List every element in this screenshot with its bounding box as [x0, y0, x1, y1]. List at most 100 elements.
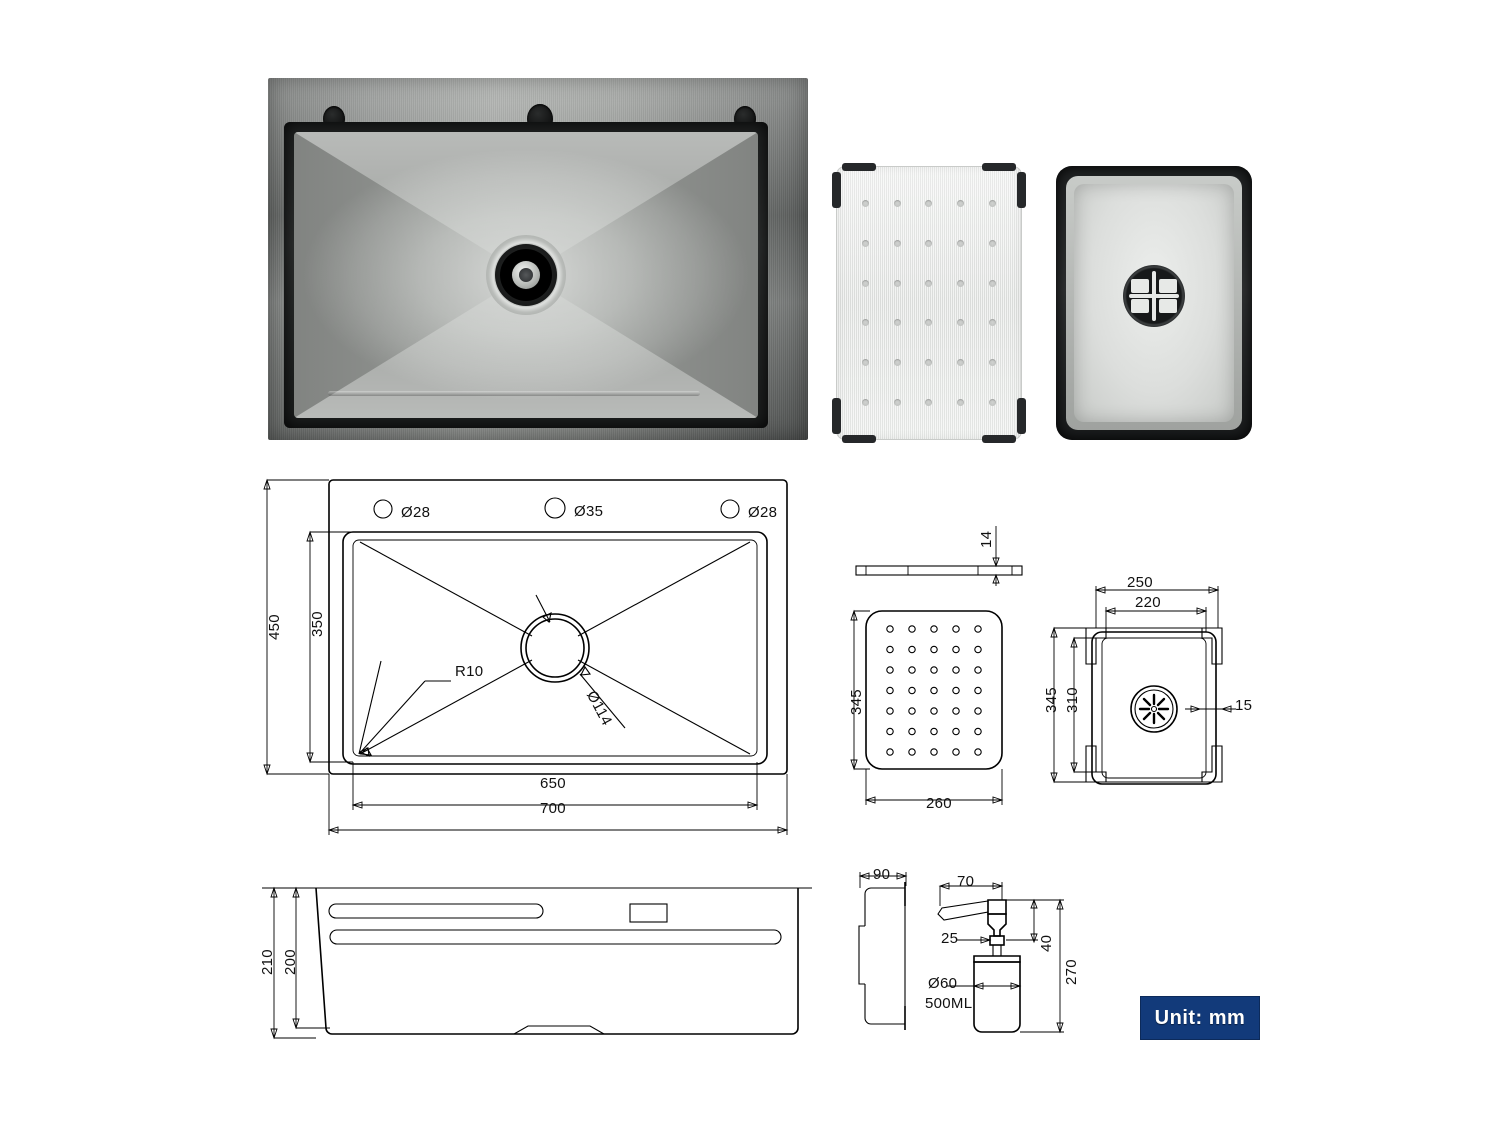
- board-plan-hole: [930, 727, 938, 736]
- sink-top-view-drawing: [263, 478, 789, 835]
- sink-front-elevation-drawing: [262, 886, 812, 1040]
- board-hole: [862, 239, 870, 247]
- board-hole: [862, 279, 870, 287]
- sink-drain: [486, 235, 566, 315]
- board-plan-hole: [930, 707, 938, 715]
- board-hole: [988, 239, 996, 247]
- colander-strainer-slots: [1138, 693, 1170, 725]
- dim-label-345-board: 345: [848, 689, 865, 715]
- sink-bowl-interior: [294, 132, 758, 418]
- board-plan-hole: [974, 748, 982, 756]
- dim-350: [306, 530, 353, 764]
- board-plan-view-drawing: [850, 609, 1004, 805]
- board-bumper-bottom-left: [832, 398, 841, 434]
- hole-label-right: Ø28: [748, 504, 778, 521]
- colander-basket-photo: [1056, 166, 1252, 440]
- dim-label-d60: Ø60: [928, 975, 958, 992]
- board-bumper-bottom-right: [1017, 398, 1026, 434]
- board-plan-hole: [908, 625, 916, 633]
- board-plan-hole: [908, 707, 916, 715]
- board-plan-hole: [908, 666, 916, 674]
- board-plan-hole: [974, 707, 982, 715]
- board-plan-hole: [974, 686, 982, 695]
- deck-outline: [328, 479, 788, 775]
- dim-700: [327, 774, 789, 835]
- board-hole: [862, 358, 870, 366]
- board-plan-hole: [952, 707, 960, 715]
- board-hole: [893, 319, 901, 327]
- board-hole: [957, 398, 965, 406]
- board-hole: [925, 279, 933, 287]
- profile-body: [858, 882, 906, 1030]
- board-hole: [925, 319, 933, 327]
- dim-label-700: 700: [540, 800, 566, 817]
- board-bumper-edge-bottom2: [982, 435, 1016, 443]
- dim-label-270: 270: [1063, 959, 1080, 985]
- dim-label-40: 40: [1038, 934, 1055, 952]
- hole-label-left: Ø28: [401, 504, 431, 521]
- board-hole: [988, 398, 996, 406]
- sink-bowl-wall: [284, 122, 768, 428]
- board-hole: [925, 200, 933, 208]
- board-plan-hole: [930, 625, 938, 633]
- hole-right-circle: [720, 499, 740, 519]
- board-plan-hole: [908, 645, 916, 654]
- colander-strainer-inner: [1134, 689, 1174, 729]
- dim-label-14: 14: [978, 530, 995, 548]
- board-hole: [988, 279, 996, 287]
- hole-left-circle: [373, 499, 393, 519]
- dim-label-260-board: 260: [926, 795, 952, 812]
- board-hole-grid: [850, 184, 1008, 422]
- board-hole: [957, 239, 965, 247]
- r10-leader: [358, 660, 451, 757]
- dim-450: [263, 478, 329, 776]
- board-hole: [925, 239, 933, 247]
- dim-310: [1070, 636, 1102, 774]
- colander-plan-view-drawing: [1050, 586, 1236, 785]
- dim-label-345-colander: 345: [1043, 687, 1060, 713]
- soap-shaft: [992, 944, 1002, 957]
- board-plan-hole: [886, 686, 894, 695]
- board-plan-hole: [908, 727, 916, 736]
- board-plan-hole: [974, 666, 982, 674]
- bowl-outline: [342, 531, 768, 765]
- hole-label-center: Ø35: [574, 503, 604, 520]
- front-slot-upper: [328, 903, 544, 919]
- board-plan-hole: [952, 686, 960, 695]
- drain-inner-circle: [525, 618, 585, 678]
- front-slot-lower: [329, 929, 782, 945]
- dim-14: [992, 526, 1022, 586]
- front-drain-bump: [513, 1025, 605, 1035]
- dim-15-callout: [1185, 705, 1236, 713]
- drainer-board-surface: [836, 166, 1022, 440]
- board-plan-hole: [908, 686, 916, 695]
- dim-345-colander: [1050, 626, 1086, 784]
- board-hole: [893, 279, 901, 287]
- dim-210: [270, 886, 316, 1040]
- dim-label-15: 15: [1235, 697, 1253, 714]
- colander-body-inner: [1101, 637, 1207, 779]
- board-profile: [855, 565, 1023, 576]
- board-hole: [925, 358, 933, 366]
- dim-250: [1094, 586, 1220, 628]
- colander-body-outline: [1091, 631, 1217, 785]
- colander-strainer-hub: [1150, 705, 1158, 713]
- soap-bottle: [973, 961, 1021, 1033]
- dim-260-board: [864, 769, 1004, 805]
- drain-outer-circle: [520, 613, 590, 683]
- board-hole: [862, 319, 870, 327]
- dim-label-310: 310: [1064, 687, 1081, 713]
- board-plan-hole: [952, 645, 960, 654]
- drainer-board-photo: [832, 163, 1026, 443]
- board-plan-hole: [886, 707, 894, 715]
- drain-arrow: [535, 594, 552, 624]
- dim-label-220: 220: [1135, 594, 1161, 611]
- board-bumper-edge-top: [842, 163, 876, 171]
- dim-label-210: 210: [259, 949, 276, 975]
- board-bumper-edge-bottom: [842, 435, 876, 443]
- board-plan-hole: [886, 645, 894, 654]
- board-hole: [988, 358, 996, 366]
- board-hole: [893, 358, 901, 366]
- board-plan-hole: [974, 625, 982, 633]
- board-plan-outline: [865, 610, 1003, 770]
